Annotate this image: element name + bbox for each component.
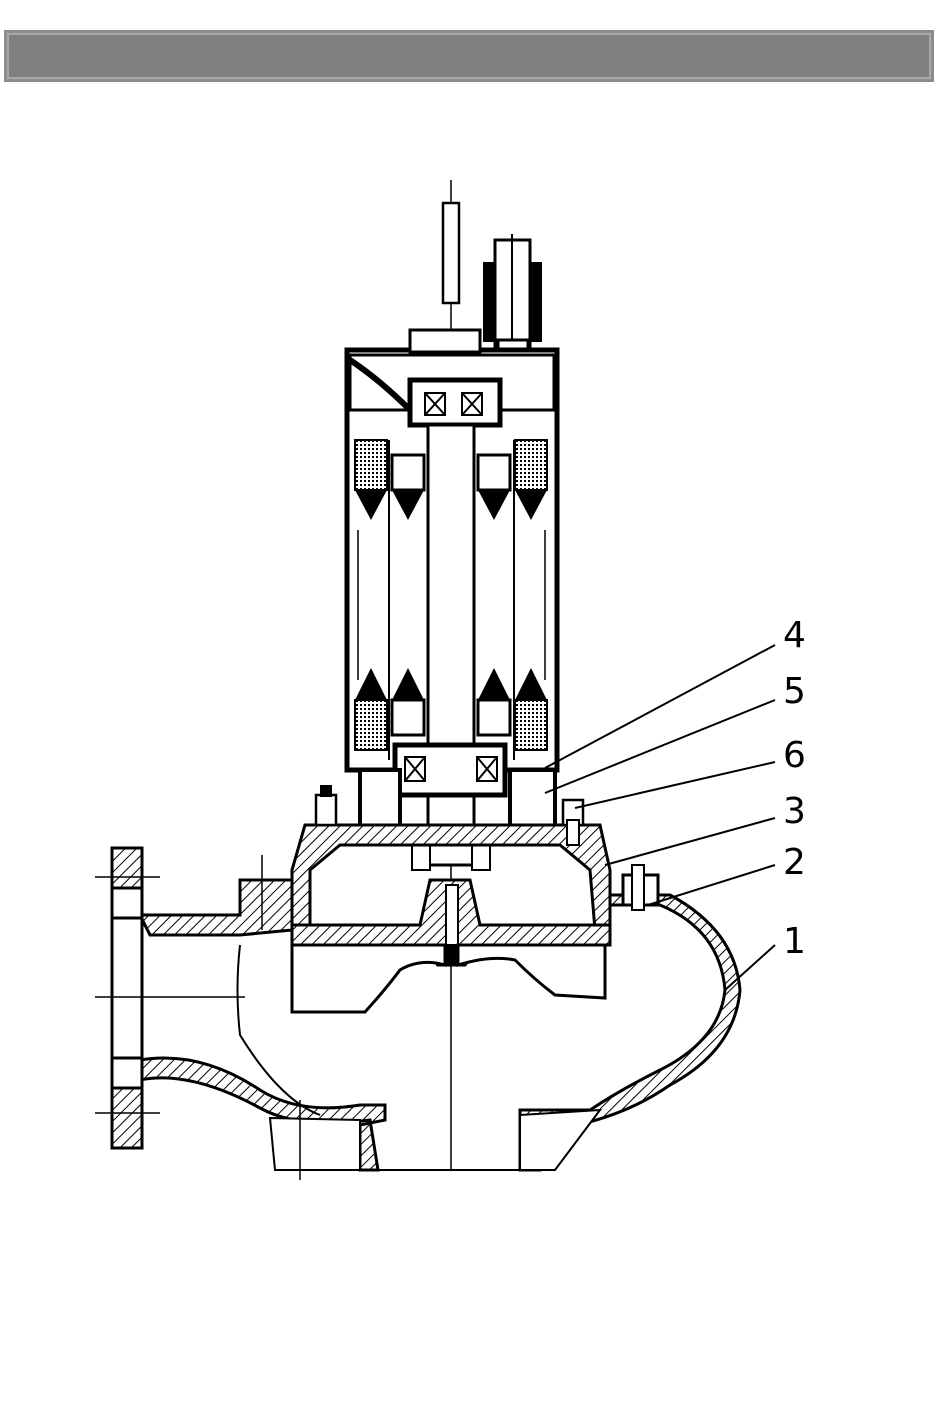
callout-5: 5 <box>783 671 806 712</box>
upper-bearing <box>410 380 500 425</box>
motor-shaft <box>428 425 474 865</box>
base-foot <box>270 1110 600 1170</box>
impeller-bolt <box>446 885 458 945</box>
callout-4: 4 <box>783 615 806 656</box>
callout-3: 3 <box>783 791 806 832</box>
outlet-flange <box>95 848 245 1148</box>
callout-6: 6 <box>783 735 806 776</box>
pump-casing <box>140 880 292 935</box>
bracket-bolt-left <box>316 785 336 825</box>
callout-2: 2 <box>783 842 806 883</box>
lifting-rod <box>443 203 459 303</box>
callout-1: 1 <box>783 921 806 962</box>
